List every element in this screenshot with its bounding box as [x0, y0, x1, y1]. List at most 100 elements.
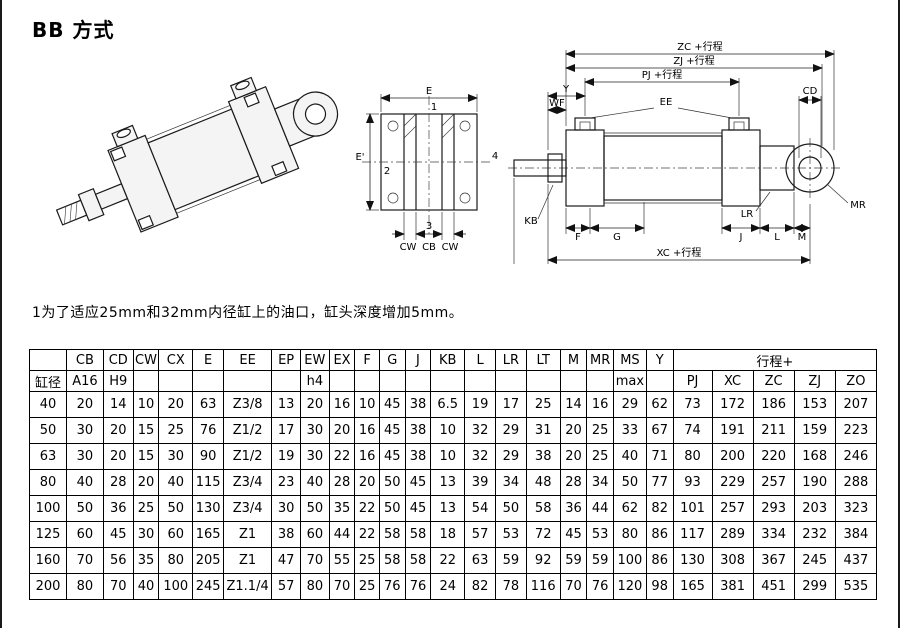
- value-cell: 45: [404, 469, 432, 496]
- bore-cell: 125: [29, 521, 67, 548]
- value-cell: 19: [464, 391, 496, 418]
- value-cell: 20: [559, 443, 588, 470]
- col-subheader: [132, 370, 160, 392]
- value-cell: 257: [711, 495, 754, 522]
- value-cell: 191: [711, 417, 754, 444]
- col-subheader: [494, 370, 527, 392]
- col-header: F: [354, 349, 380, 371]
- value-cell: 50: [65, 495, 104, 522]
- value-cell: 20: [132, 469, 160, 496]
- col-subheader: [328, 370, 356, 392]
- value-cell: 16: [354, 417, 380, 444]
- value-cell: 63: [192, 391, 224, 418]
- col-subheader: max: [613, 370, 647, 392]
- value-cell: Z1/2: [222, 443, 273, 470]
- value-cell: 71: [645, 443, 674, 470]
- col-header: CD: [102, 349, 134, 371]
- value-cell: 80: [672, 443, 713, 470]
- value-cell: 293: [752, 495, 795, 522]
- value-cell: 207: [834, 391, 878, 418]
- col-header: CW: [132, 349, 160, 371]
- col-header: CB: [65, 349, 104, 371]
- value-cell: 20: [559, 417, 588, 444]
- value-cell: 50: [299, 495, 330, 522]
- value-cell: 47: [271, 547, 301, 574]
- col-header: MS: [613, 349, 647, 371]
- value-cell: 20: [299, 391, 330, 418]
- dim-cd-label: CD: [803, 86, 818, 97]
- value-cell: 229: [711, 469, 754, 496]
- value-cell: 98: [645, 573, 674, 600]
- col-header: M: [559, 349, 588, 371]
- col-header: EW: [299, 349, 330, 371]
- col-subheader: [192, 370, 224, 392]
- value-cell: 35: [132, 547, 160, 574]
- value-cell: 10: [430, 443, 466, 470]
- value-cell: 70: [328, 573, 356, 600]
- value-cell: 35: [328, 495, 356, 522]
- value-cell: 38: [271, 521, 301, 548]
- value-cell: 203: [793, 495, 836, 522]
- page-title: BB 方式: [32, 18, 115, 42]
- col-subheader: h4: [299, 370, 330, 392]
- value-cell: Z1.1/4: [222, 573, 273, 600]
- value-cell: Z1: [222, 547, 273, 574]
- value-cell: 220: [752, 443, 795, 470]
- value-cell: 16: [586, 391, 615, 418]
- value-cell: 55: [328, 547, 356, 574]
- value-cell: 59: [586, 547, 615, 574]
- col-header: E: [192, 349, 224, 371]
- stroke-col-header: ZO: [834, 370, 878, 392]
- value-cell: 38: [404, 443, 432, 470]
- bore-cell: 50: [29, 417, 67, 444]
- value-cell: 56: [102, 547, 134, 574]
- value-cell: 70: [65, 547, 104, 574]
- col-header: KB: [430, 349, 466, 371]
- value-cell: 18: [430, 521, 466, 548]
- value-cell: 45: [378, 417, 406, 444]
- value-cell: 60: [65, 521, 104, 548]
- value-cell: 30: [65, 443, 104, 470]
- value-cell: 77: [645, 469, 674, 496]
- dim-f-label: F: [575, 232, 581, 243]
- value-cell: 25: [586, 417, 615, 444]
- value-cell: 16: [354, 443, 380, 470]
- value-cell: 115: [192, 469, 224, 496]
- value-cell: 20: [328, 417, 356, 444]
- value-cell: 17: [494, 391, 527, 418]
- value-cell: 76: [404, 573, 432, 600]
- value-cell: 165: [672, 573, 713, 600]
- value-cell: 245: [793, 547, 836, 574]
- stroke-group-header: 行程+: [672, 349, 878, 371]
- value-cell: 45: [559, 521, 588, 548]
- dim-l-label: L: [774, 232, 780, 243]
- col-subheader: [559, 370, 588, 392]
- value-cell: 13: [430, 469, 466, 496]
- value-cell: 40: [65, 469, 104, 496]
- value-cell: 86: [645, 521, 674, 548]
- value-cell: 92: [525, 547, 561, 574]
- bore-cell: 100: [29, 495, 67, 522]
- col-header: G: [378, 349, 406, 371]
- value-cell: 34: [494, 469, 527, 496]
- value-cell: 58: [525, 495, 561, 522]
- col-header: CX: [158, 349, 194, 371]
- dim-zc-label: ZC +行程: [677, 40, 722, 53]
- value-cell: 86: [645, 547, 674, 574]
- value-cell: Z3/4: [222, 469, 273, 496]
- dim-e-prime-label: E': [355, 152, 364, 163]
- value-cell: 29: [494, 417, 527, 444]
- col-header: EP: [271, 349, 301, 371]
- value-cell: 19: [271, 443, 301, 470]
- value-cell: 58: [378, 521, 406, 548]
- value-cell: 168: [793, 443, 836, 470]
- value-cell: 80: [158, 547, 194, 574]
- value-cell: 25: [354, 573, 380, 600]
- value-cell: 22: [354, 521, 380, 548]
- value-cell: 45: [378, 391, 406, 418]
- col-header: L: [464, 349, 496, 371]
